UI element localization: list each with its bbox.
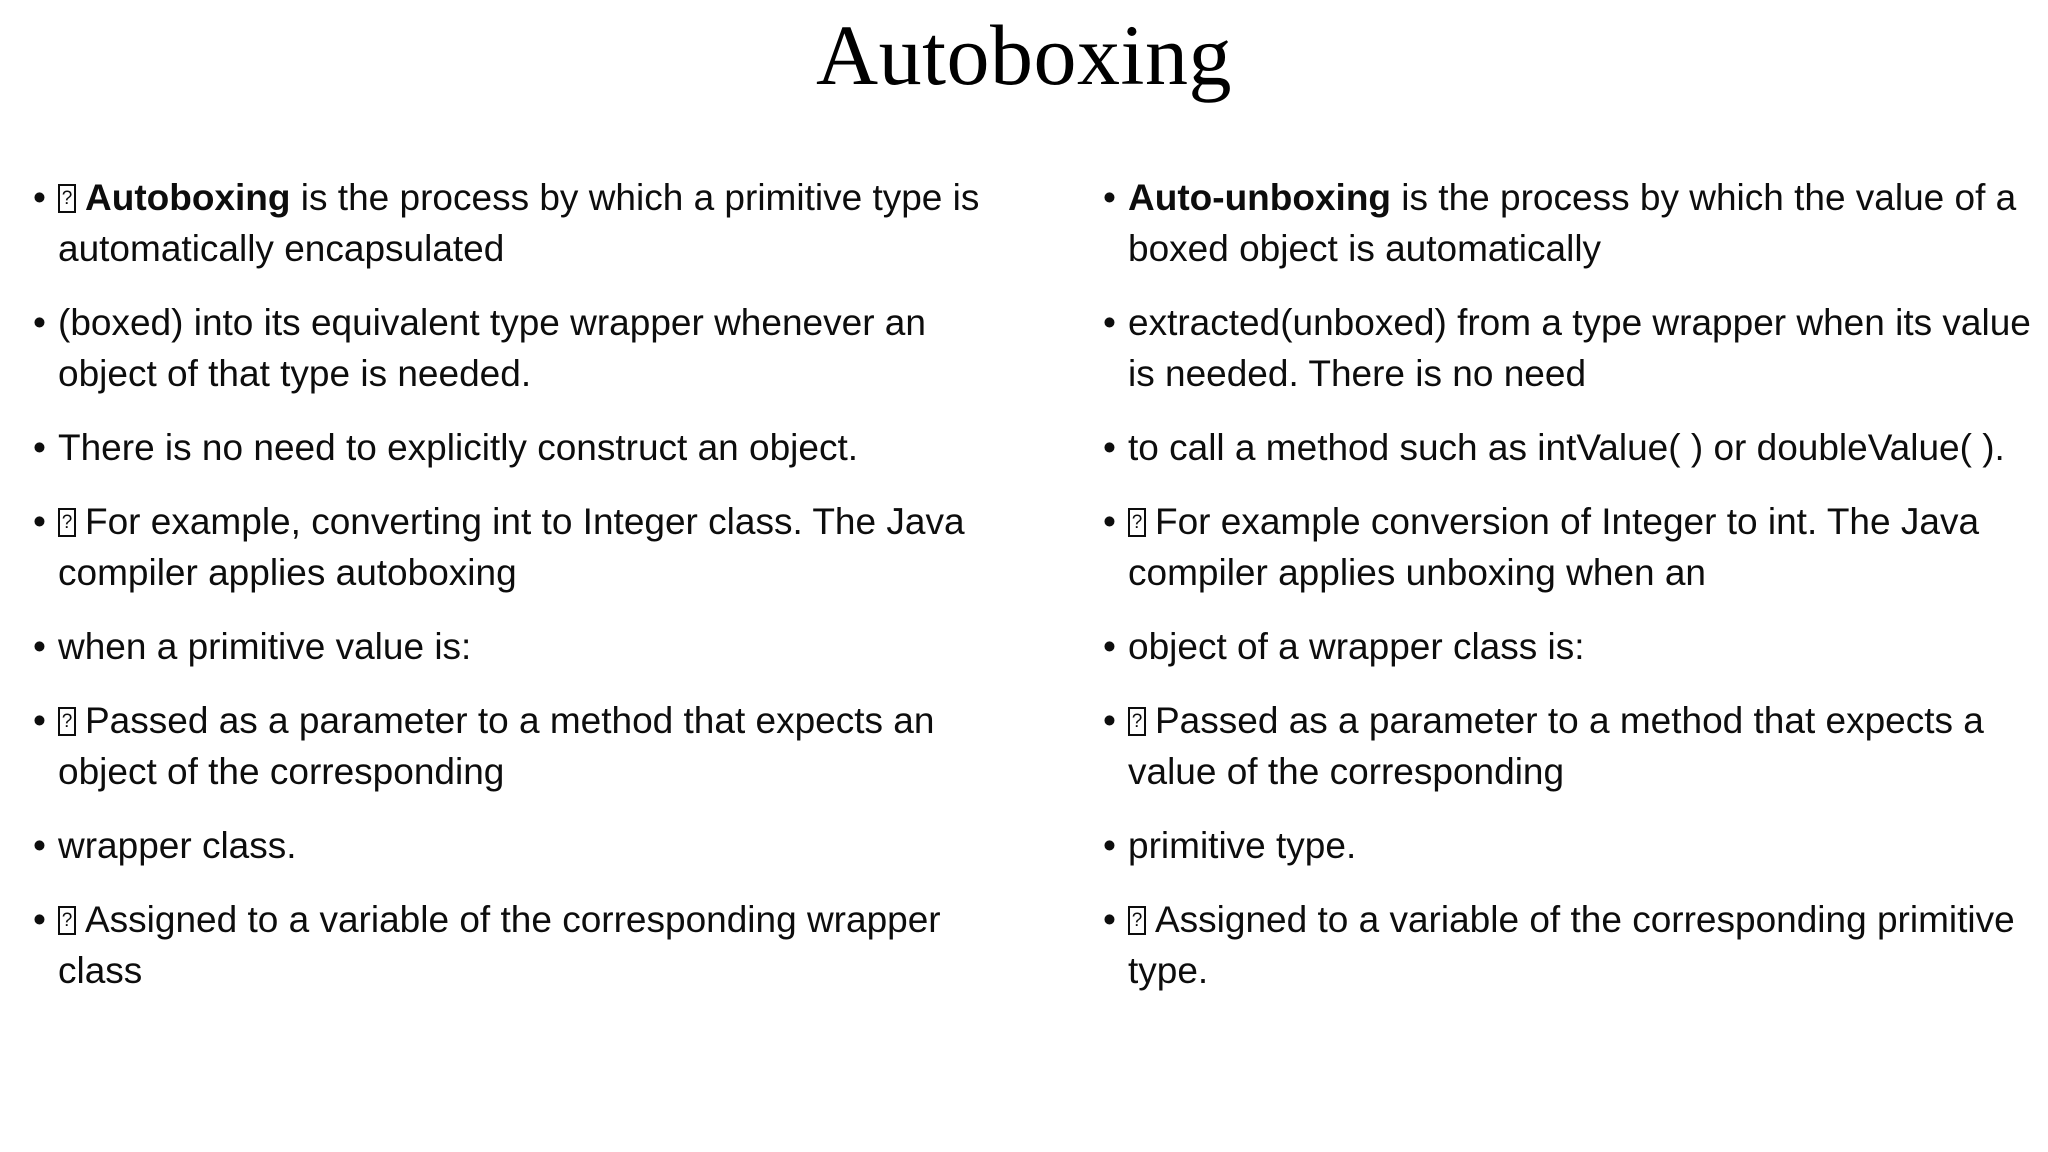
- bullet-point-icon: •: [1103, 700, 1116, 741]
- list-item: • There is no need to explicitly construc…: [28, 422, 1020, 473]
- list-item-body: object of a wrapper class is:: [1128, 626, 1585, 667]
- list-item-body: when a primitive value is:: [58, 626, 472, 667]
- list-item-text: Auto-unboxing is the process by which th…: [1128, 172, 2032, 274]
- list-item-text: ?For example conversion of Integer to in…: [1128, 496, 2032, 598]
- list-item-text: (boxed) into its equivalent type wrapper…: [58, 297, 1020, 399]
- list-item-body: There is no need to explicitly construct…: [58, 427, 859, 468]
- list-item-text: ?Assigned to a variable of the correspon…: [58, 894, 1020, 996]
- list-item: •?Passed as a parameter to a method that…: [28, 695, 1020, 797]
- list-item-body: Passed as a parameter to a method that e…: [58, 700, 935, 792]
- emphasised-term: Auto-unboxing: [1128, 177, 1392, 218]
- list-item-text: ?Assigned to a variable of the correspon…: [1128, 894, 2032, 996]
- list-item: • object of a wrapper class is:: [1098, 621, 2032, 672]
- list-item: • Auto-unboxing is the process by which t…: [1098, 172, 2032, 274]
- list-item: •?For example conversion of Integer to i…: [1098, 496, 2032, 598]
- missing-glyph-icon: ?: [1128, 707, 1146, 736]
- list-item-text: ?Passed as a parameter to a method that …: [1128, 695, 2032, 797]
- list-item: •?Assigned to a variable of the correspo…: [1098, 894, 2032, 996]
- list-item: •?Passed as a parameter to a method that…: [1098, 695, 2032, 797]
- list-item-text: ?For example, converting int to Integer …: [58, 496, 1020, 598]
- missing-glyph-icon: ?: [58, 707, 76, 736]
- list-item-text: to call a method such as intValue( ) or …: [1128, 422, 2032, 473]
- list-item-text: when a primitive value is:: [58, 621, 1020, 672]
- list-item: •?For example, converting int to Integer…: [28, 496, 1020, 598]
- bullet-point-icon: •: [33, 501, 46, 542]
- list-item: • (boxed) into its equivalent type wrappe…: [28, 297, 1020, 399]
- auto-unboxing-bullet-list: • Auto-unboxing is the process by which t…: [1098, 172, 2032, 996]
- missing-glyph-icon: ?: [1128, 508, 1146, 537]
- list-item-body: For example, converting int to Integer c…: [58, 501, 965, 593]
- list-item-text: ? Autoboxing is the process by which a pr…: [58, 172, 1020, 274]
- bullet-point-icon: •: [1103, 825, 1116, 866]
- missing-glyph-icon: ?: [58, 184, 76, 213]
- list-item-body: (boxed) into its equivalent type wrapper…: [58, 302, 926, 394]
- page-title: Autoboxing: [816, 7, 1232, 103]
- bullet-point-icon: •: [33, 427, 46, 468]
- list-item-text: ?Passed as a parameter to a method that …: [58, 695, 1020, 797]
- bullet-point-icon: •: [33, 177, 46, 218]
- autoboxing-bullet-list: •? Autoboxing is the process by which a p…: [28, 172, 1020, 996]
- auto-unboxing-column: • Auto-unboxing is the process by which t…: [1040, 172, 2048, 996]
- list-item: •? Autoboxing is the process by which a p…: [28, 172, 1020, 274]
- list-item-body: is the process by which the value of a b…: [1128, 177, 2017, 269]
- list-item-body: Assigned to a variable of the correspond…: [1128, 899, 2015, 991]
- missing-glyph-icon: ?: [58, 906, 76, 935]
- list-item: • when a primitive value is:: [28, 621, 1020, 672]
- missing-glyph-icon: ?: [58, 508, 76, 537]
- list-item-body: For example conversion of Integer to int…: [1128, 501, 1980, 593]
- list-item-body: primitive type.: [1128, 825, 1357, 866]
- bullet-point-icon: •: [1103, 501, 1116, 542]
- list-item-text: wrapper class.: [58, 820, 1020, 871]
- bullet-point-icon: •: [1103, 177, 1116, 218]
- bullet-point-icon: •: [33, 626, 46, 667]
- list-item-body: is the process by which a primitive type…: [58, 177, 980, 269]
- autoboxing-column: •? Autoboxing is the process by which a p…: [0, 172, 1040, 996]
- bullet-point-icon: •: [1103, 626, 1116, 667]
- slide-body: •? Autoboxing is the process by which a p…: [0, 172, 2048, 996]
- bullet-point-icon: •: [1103, 302, 1116, 343]
- bullet-point-icon: •: [33, 302, 46, 343]
- list-item-text: There is no need to explicitly construct…: [58, 422, 1020, 473]
- emphasised-term: Autoboxing: [85, 177, 291, 218]
- missing-glyph-icon: ?: [1128, 906, 1146, 935]
- list-item-body: Passed as a parameter to a method that e…: [1128, 700, 1984, 792]
- bullet-point-icon: •: [33, 825, 46, 866]
- bullet-point-icon: •: [33, 700, 46, 741]
- list-item-text: object of a wrapper class is:: [1128, 621, 2032, 672]
- list-item-text: primitive type.: [1128, 820, 2032, 871]
- list-item: • wrapper class.: [28, 820, 1020, 871]
- list-item: • to call a method such as intValue( ) or…: [1098, 422, 2032, 473]
- list-item-body: Assigned to a variable of the correspond…: [58, 899, 941, 991]
- list-item-text: extracted(unboxed) from a type wrapper w…: [1128, 297, 2032, 399]
- list-item: • extracted(unboxed) from a type wrapper …: [1098, 297, 2032, 399]
- list-item-body: wrapper class.: [58, 825, 297, 866]
- bullet-point-icon: •: [1103, 899, 1116, 940]
- list-item-body: to call a method such as intValue( ) or …: [1128, 427, 2005, 468]
- list-item: •?Assigned to a variable of the correspo…: [28, 894, 1020, 996]
- list-item: • primitive type.: [1098, 820, 2032, 871]
- list-item-body: extracted(unboxed) from a type wrapper w…: [1128, 302, 2031, 394]
- bullet-point-icon: •: [33, 899, 46, 940]
- bullet-point-icon: •: [1103, 427, 1116, 468]
